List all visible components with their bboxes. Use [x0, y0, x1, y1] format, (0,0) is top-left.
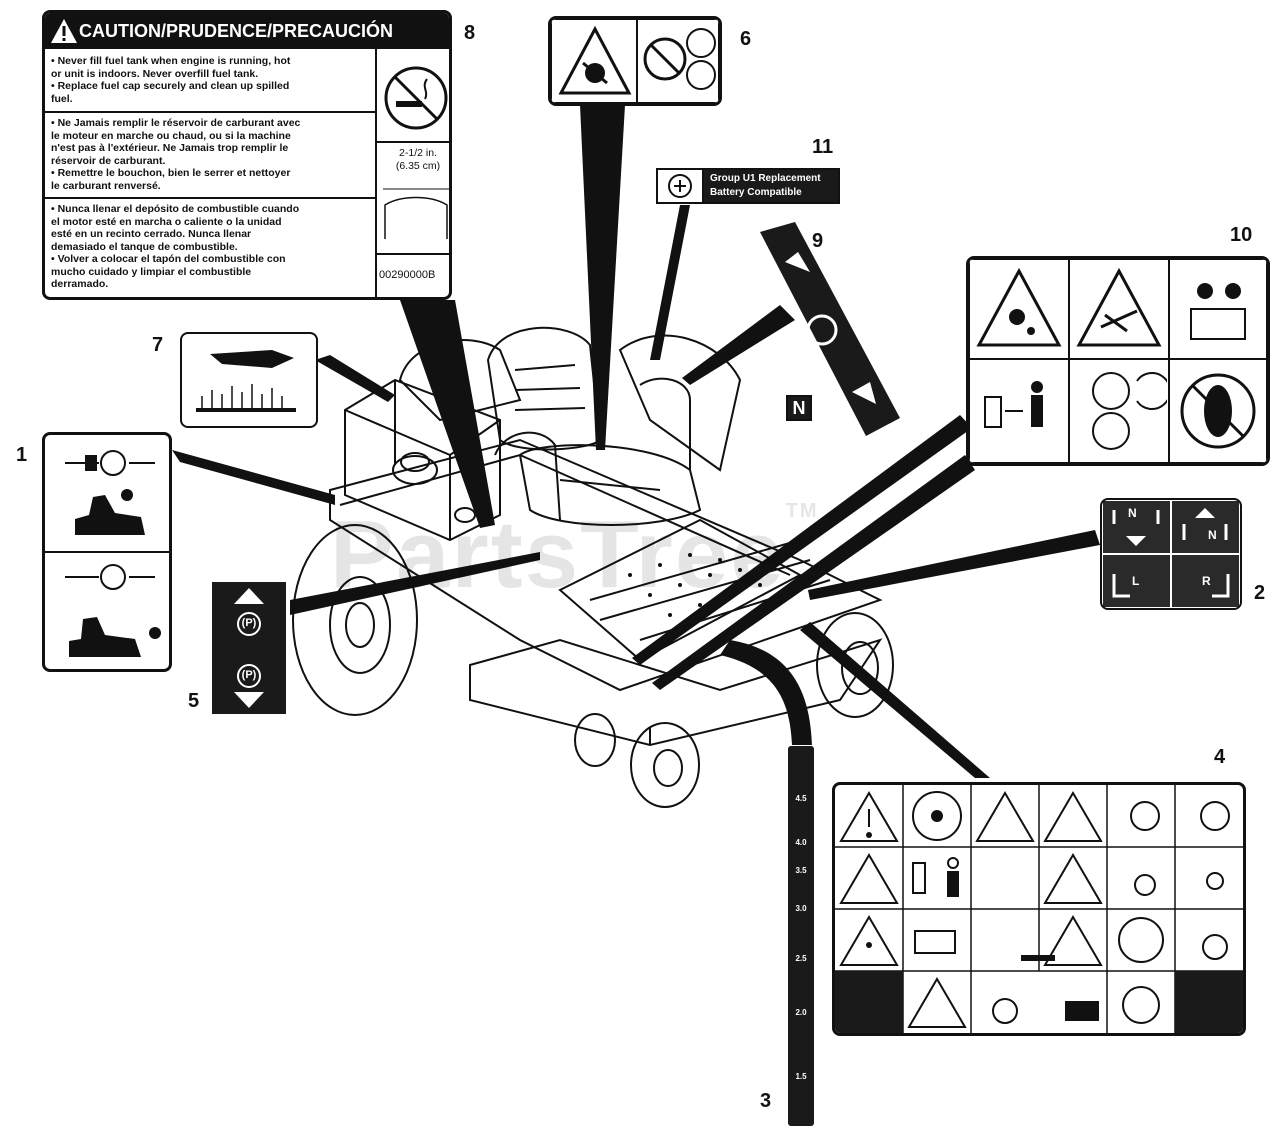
part-number: 00290000B: [379, 269, 436, 281]
general-warning-icon: [839, 791, 1230, 1028]
floor-perforations: [628, 553, 762, 617]
rollover-warning-icon: [1076, 267, 1162, 347]
decal-7-cut-height: [180, 332, 318, 428]
keep-hands-away-icon: [643, 28, 716, 90]
hand-grass-icon: [196, 350, 296, 412]
callout-2: 2: [1254, 582, 1266, 604]
hand-injury-warning-icon: [558, 25, 632, 95]
decal-9-neutral-box: N: [786, 395, 812, 421]
callout-10: 10: [1230, 224, 1253, 246]
caution-french: • Ne Jamais remplir le réservoir de carb…: [51, 117, 301, 192]
height-tick-7: 1.5: [795, 1072, 807, 1081]
height-tick-3: 3.5: [795, 866, 807, 875]
decal-4-grid: [835, 785, 1243, 1033]
height-tick-6: 2.0: [795, 1008, 807, 1017]
battery-text-line1: Group U1 Replacement: [710, 173, 821, 184]
read-manual-icon: [1190, 283, 1246, 340]
steering-label-n2: N: [1208, 528, 1217, 542]
no-passengers-icon: [1180, 373, 1256, 449]
fuel-tank-fill-icon: [383, 188, 449, 239]
thrown-object-warning-icon: [976, 267, 1062, 347]
leader-lines: [172, 105, 1100, 778]
brake-label-top: (P): [241, 617, 257, 629]
neutral-letter: N: [792, 398, 806, 418]
height-tick-5: 2.5: [795, 954, 807, 963]
decal-6: [548, 16, 722, 106]
steering-label-r: R: [1202, 574, 1211, 588]
fuel-fill-level: 2-1/2 in. (6.35 cm): [395, 147, 441, 172]
decal-11-battery: Group U1 Replacement Battery Compatible: [656, 168, 840, 204]
height-tick-4: 3.0: [795, 904, 807, 913]
engage-drive-icon: [65, 450, 155, 535]
disengage-drive-icon: [65, 564, 161, 657]
watermark: PartsTreeTM: [330, 500, 819, 610]
watermark-text: PartsTree: [330, 501, 786, 608]
decal-3-height-strip: 4.5 4.0 3.5 3.0 2.5 2.0 1.5: [788, 746, 814, 1126]
warning-triangle-icon: [51, 19, 77, 43]
caution-english: • Never fill fuel tank when engine is ru…: [51, 55, 291, 105]
blade-hazard-icon: [1092, 372, 1167, 450]
callout-7: 7: [152, 334, 164, 356]
callout-4: 4: [1214, 746, 1226, 768]
callout-5: 5: [188, 690, 200, 712]
steering-label-l: L: [1132, 574, 1140, 588]
callout-11: 11: [812, 136, 834, 158]
callout-1: 1: [16, 444, 28, 466]
caution-heading: CAUTION/PRUDENCE/PRECAUCIÓN: [45, 13, 449, 49]
keep-distance-icon: [984, 381, 1043, 428]
callout-3: 3: [760, 1090, 772, 1112]
steering-label-n1: N: [1128, 506, 1137, 520]
decal-5-parking-brake: (P) (P): [212, 582, 286, 714]
callout-8: 8: [464, 22, 476, 44]
decal-8-caution: CAUTION/PRUDENCE/PRECAUCIÓN • Never fill…: [42, 10, 452, 300]
battery-icon: [668, 174, 692, 198]
height-tick-1: 4.5: [795, 794, 807, 803]
steering-arrows-icon: [1112, 508, 1230, 598]
no-smoking-fuel-icon: [384, 66, 448, 130]
battery-text-line2: Battery Compatible: [710, 187, 802, 198]
height-tick-2: 4.0: [795, 838, 807, 847]
brake-arrows-icon: [234, 588, 264, 708]
callout-9: 9: [812, 230, 824, 252]
caution-spanish: • Nunca llenar el depósito de combustibl…: [51, 203, 300, 290]
decal-10: [966, 256, 1270, 466]
decal-2-steering: N N L R: [1100, 498, 1242, 610]
brake-label-bottom: (P): [241, 669, 257, 681]
watermark-tm: TM: [785, 500, 819, 522]
decal-1: [42, 432, 172, 672]
decal-4: [832, 782, 1246, 1036]
callout-6: 6: [740, 28, 752, 50]
